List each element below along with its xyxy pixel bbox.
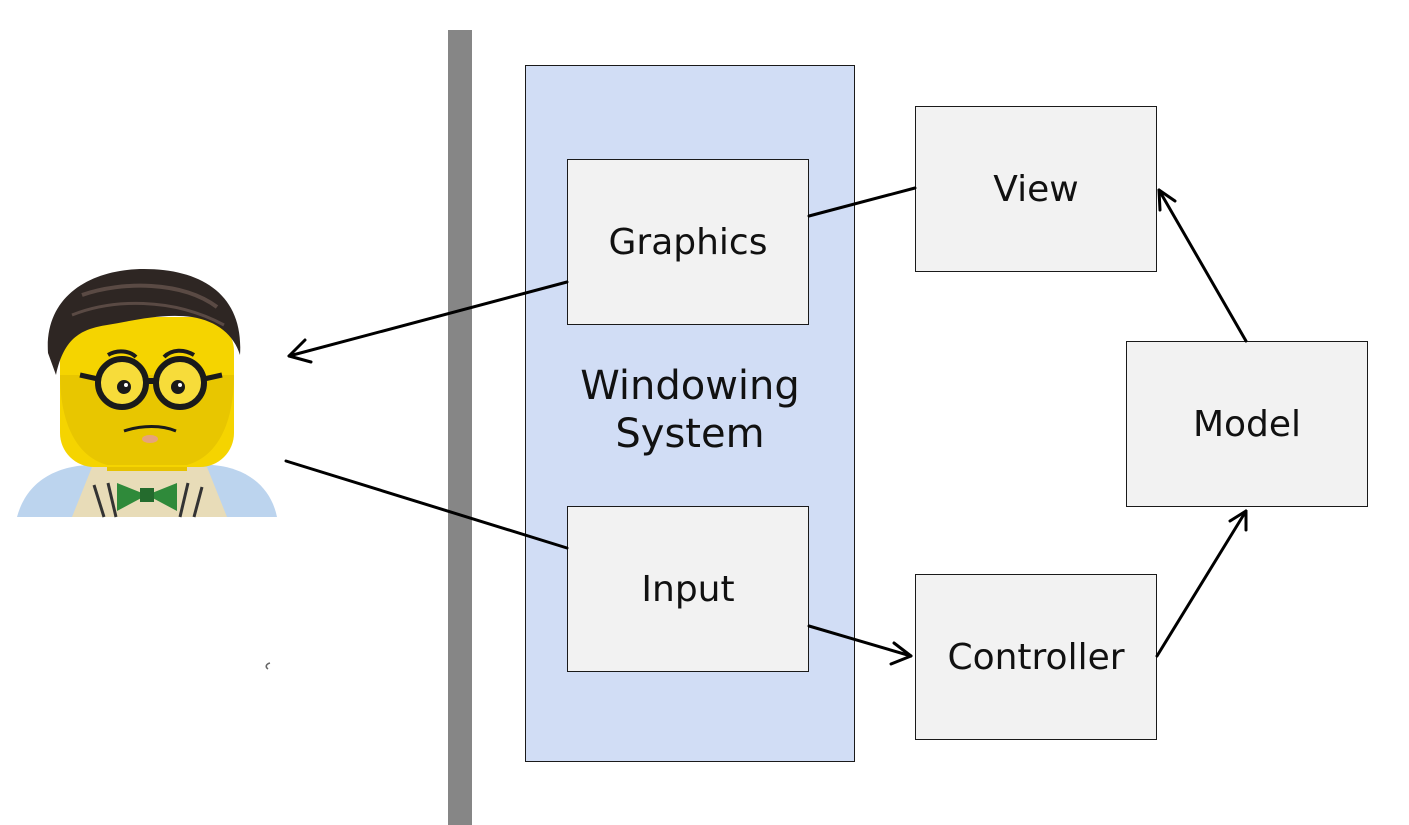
model-to-view-arrow <box>1157 188 1248 343</box>
controller-to-model-arrowhead <box>1228 509 1248 532</box>
screen-boundary-bar <box>448 30 472 825</box>
stray-mark-icon <box>265 662 271 670</box>
windowing-label-line2: System <box>615 411 765 457</box>
input-to-controller-arrowhead <box>889 641 913 666</box>
model-box: Model <box>1126 341 1368 507</box>
graphics-to-user-arrowhead <box>287 338 313 364</box>
windowing-system-label: Windowing System <box>525 362 855 458</box>
model-to-view-arrowhead <box>1157 188 1177 212</box>
controller-to-model-arrow <box>1155 509 1248 658</box>
view-box: View <box>915 106 1157 272</box>
controller-box: Controller <box>915 574 1157 740</box>
graphics-box: Graphics <box>567 159 809 325</box>
user-avatar-icon <box>17 269 277 518</box>
input-box: Input <box>567 506 809 672</box>
windowing-label-line1: Windowing <box>580 363 800 409</box>
